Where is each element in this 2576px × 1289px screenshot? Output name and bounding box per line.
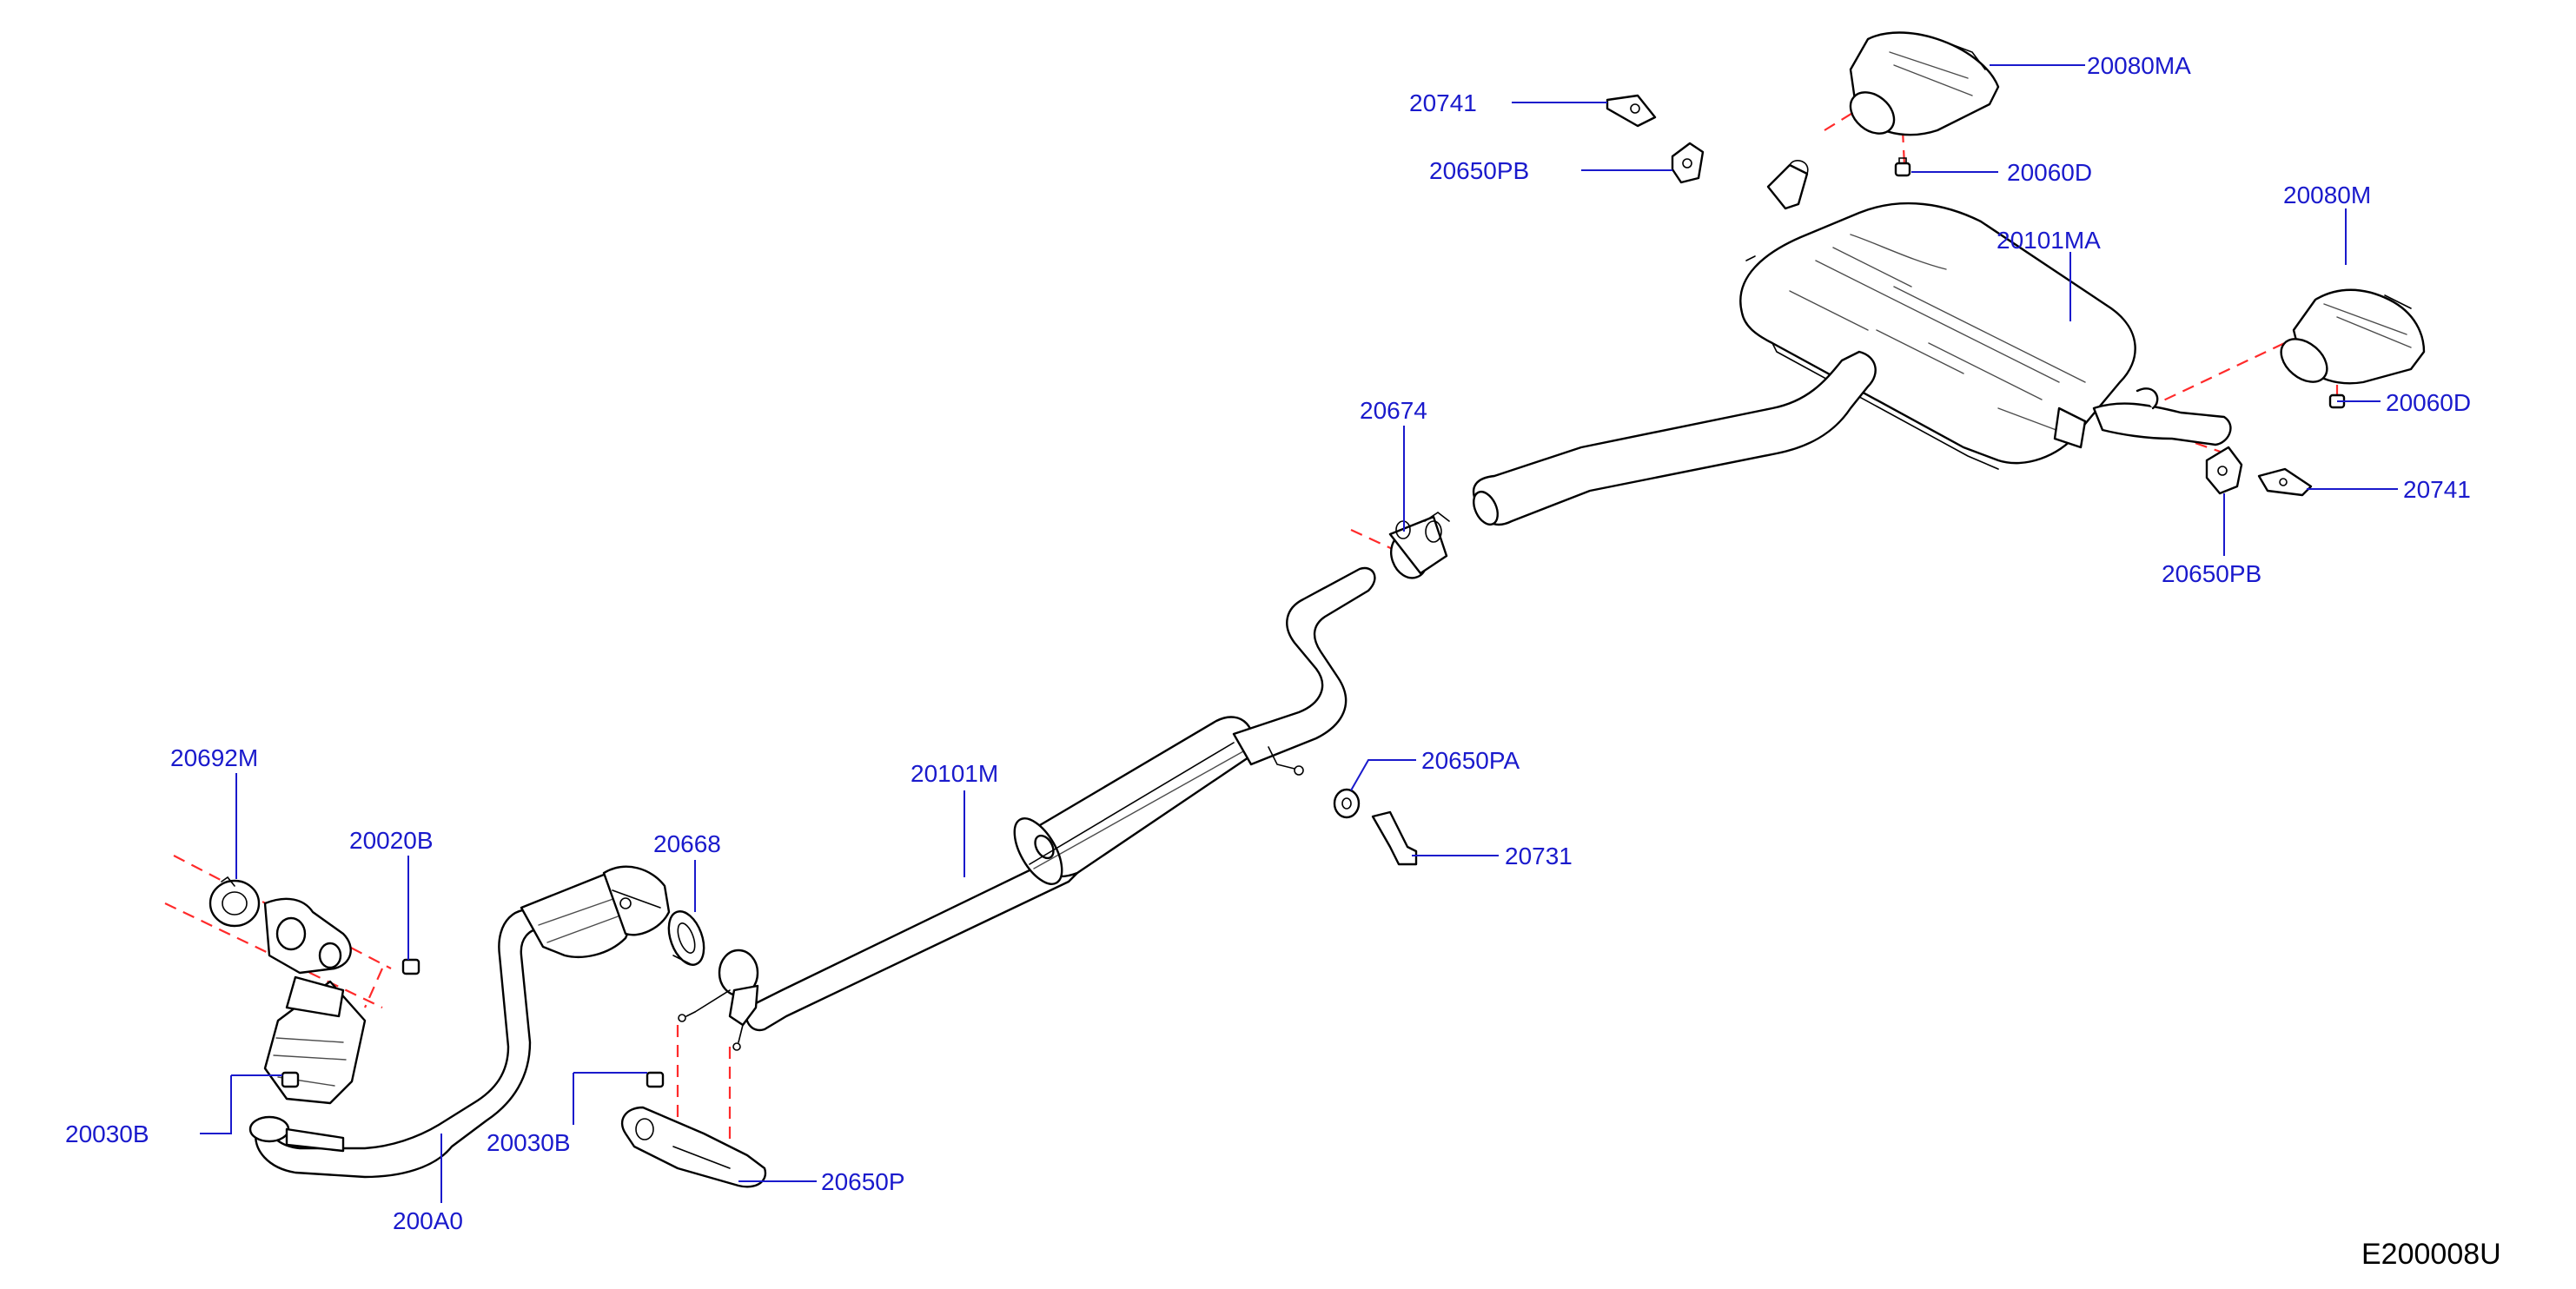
label-20650PB-top: 20650PB (1429, 157, 1529, 184)
label-20101MA: 20101MA (1997, 227, 2101, 254)
center-muffler (745, 566, 1376, 1032)
label-20674: 20674 (1360, 397, 1427, 424)
part-labels: 20741 20650PB 20080MA 20060D 20080M 2010… (65, 52, 2471, 1234)
label-20080MA: 20080MA (2087, 52, 2191, 79)
label-20020B: 20020B (349, 827, 434, 854)
label-20101M: 20101M (911, 760, 998, 787)
pipe-clamp (1388, 512, 1450, 579)
label-20060D-top: 20060D (2007, 159, 2092, 186)
intermediate-pipe-rear (1472, 350, 1877, 526)
leader-lines (200, 64, 2398, 1203)
label-20668: 20668 (653, 830, 721, 857)
label-20060D-right: 20060D (2386, 389, 2471, 416)
label-20741-top: 20741 (1409, 89, 1477, 116)
label-200A0: 200A0 (393, 1207, 463, 1234)
label-20731: 20731 (1505, 843, 1573, 869)
label-20030B-left: 20030B (65, 1120, 149, 1147)
label-20030B-right: 20030B (487, 1129, 571, 1156)
front-tube (248, 865, 671, 1179)
label-20650PB-right: 20650PB (2162, 560, 2261, 587)
diagram-code: E200008U (2361, 1238, 2501, 1271)
label-20741-right: 20741 (2403, 476, 2471, 503)
label-20080M: 20080M (2283, 182, 2371, 208)
rear-muffler (1739, 160, 2232, 470)
label-20650PA: 20650PA (1421, 747, 1520, 774)
label-20692M: 20692M (170, 744, 258, 771)
small-parts (209, 31, 2426, 1188)
label-20650P: 20650P (821, 1168, 905, 1195)
